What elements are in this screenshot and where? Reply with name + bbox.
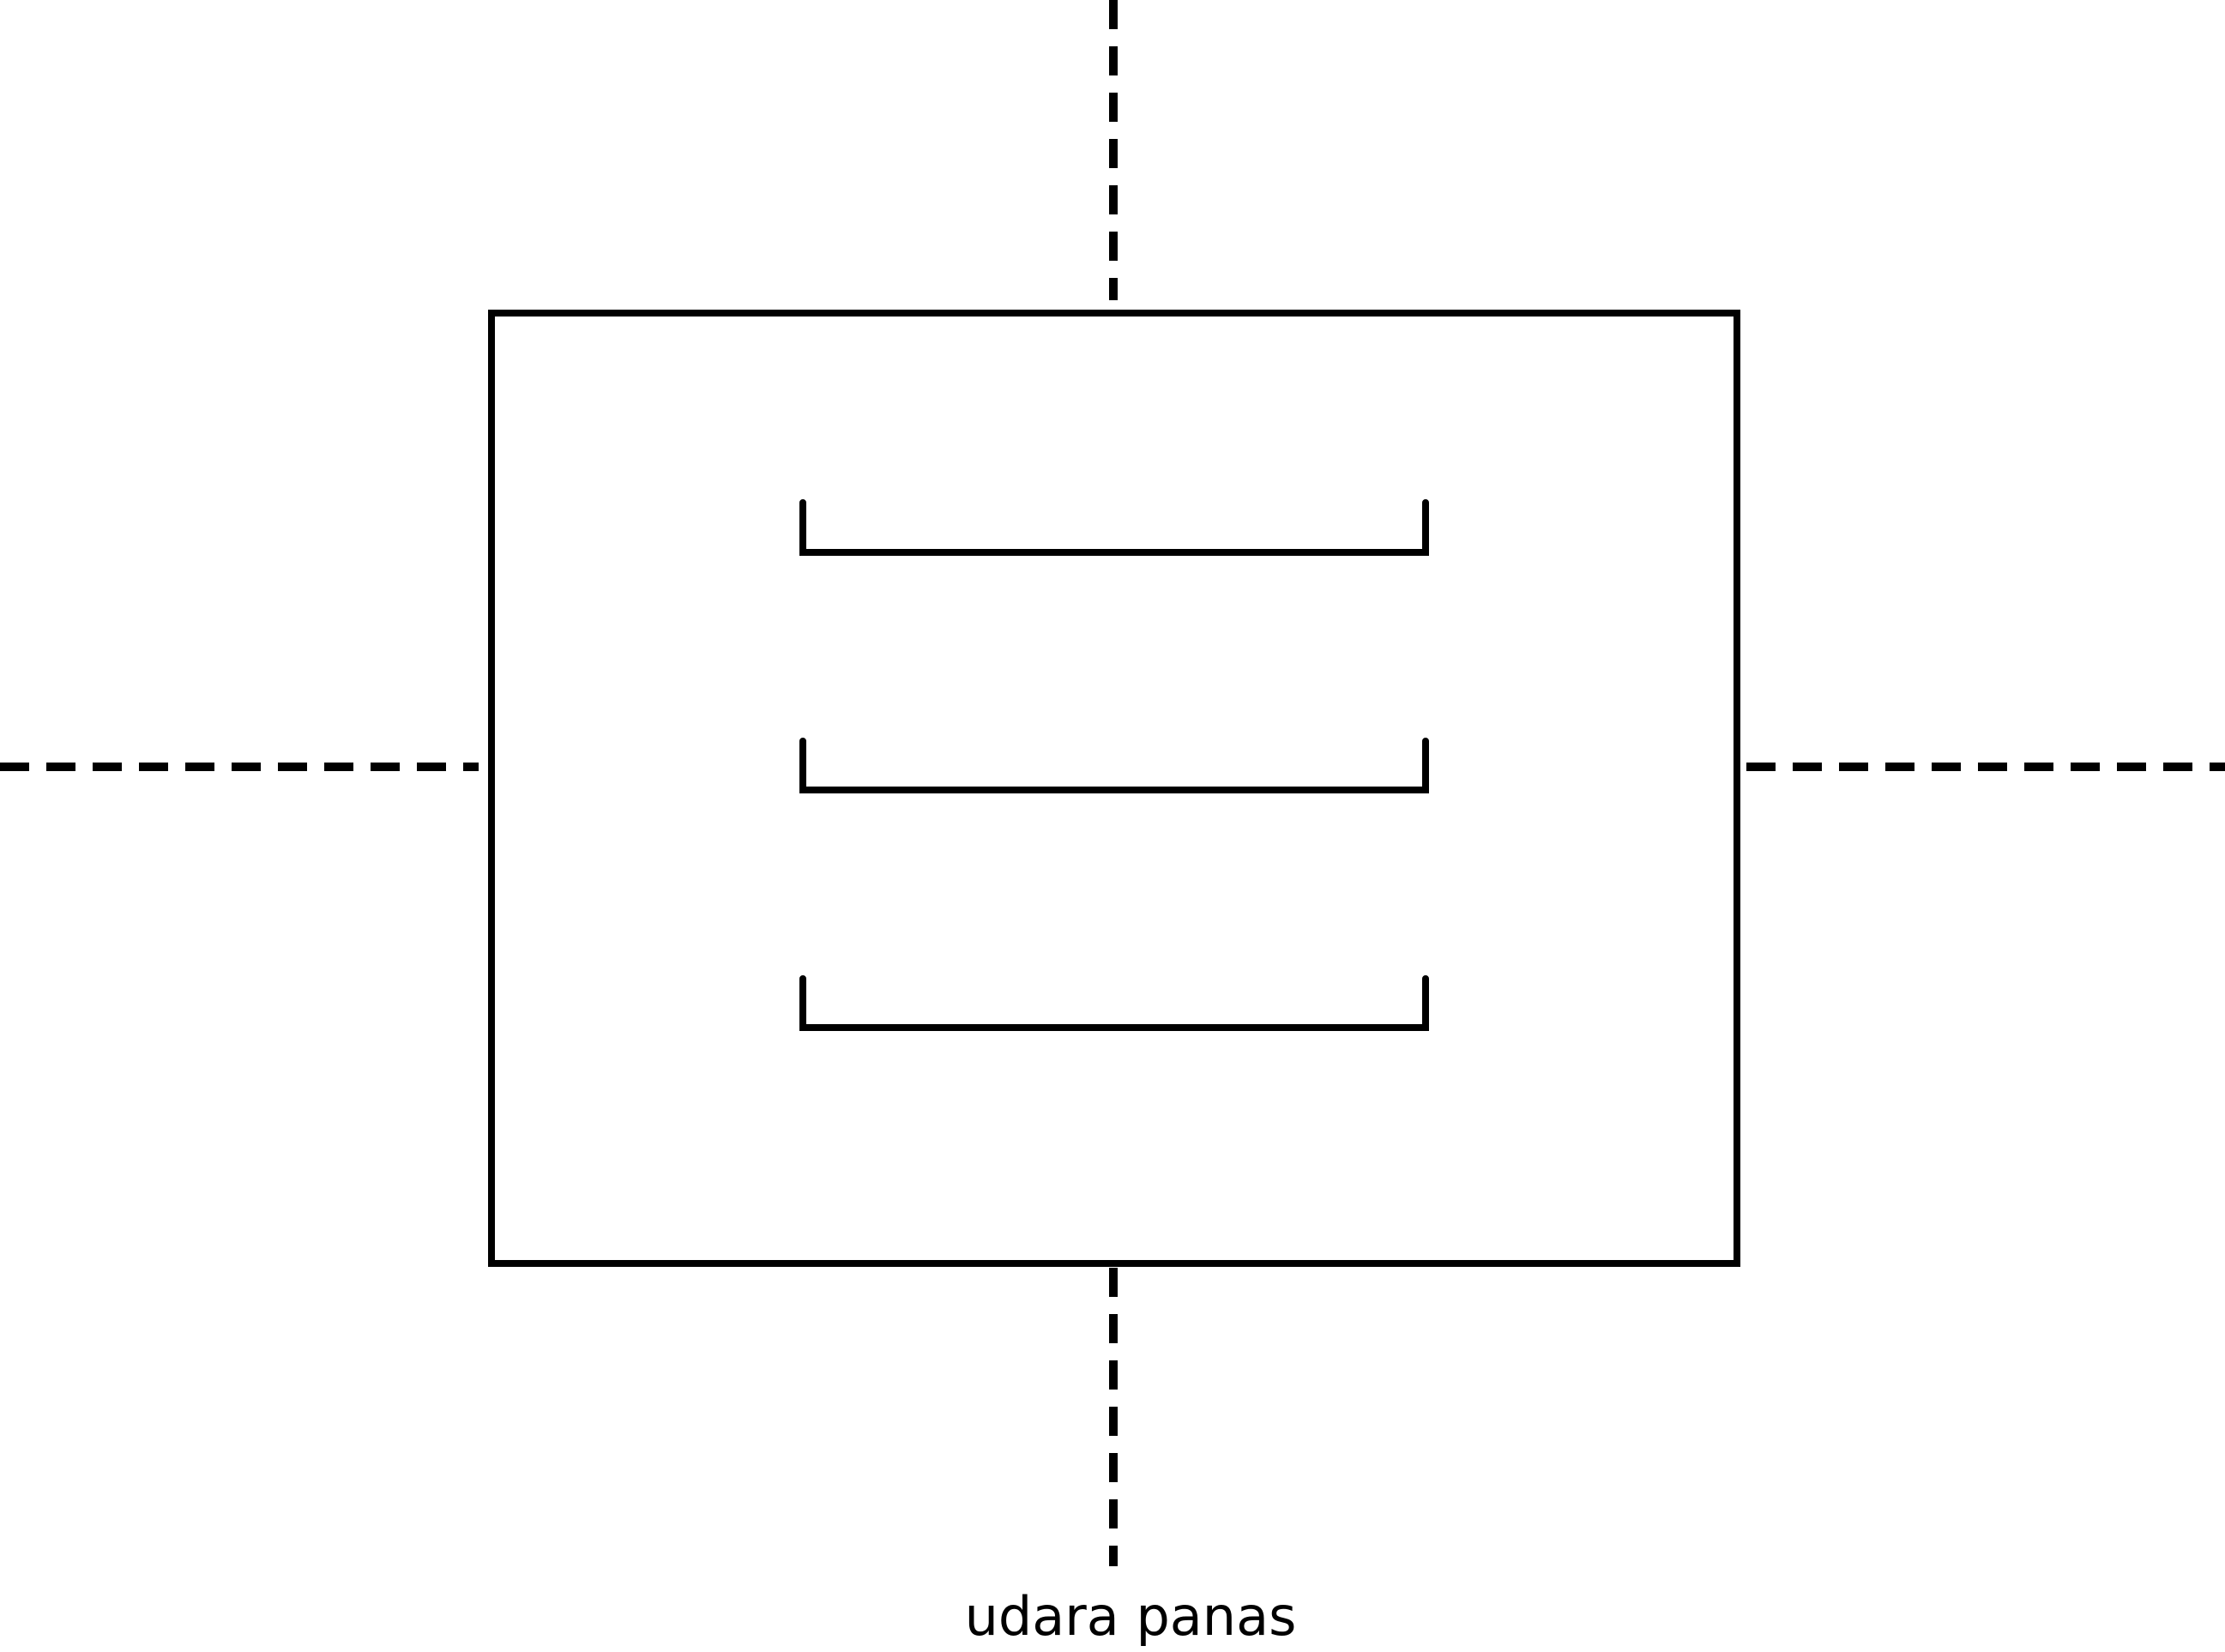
hot-air-label: udara panas <box>965 1585 1297 1648</box>
heating-element-3 <box>799 975 1429 1031</box>
heating-element-2 <box>799 738 1429 793</box>
heating-element-1 <box>799 499 1429 556</box>
heater-box <box>488 310 1740 1267</box>
